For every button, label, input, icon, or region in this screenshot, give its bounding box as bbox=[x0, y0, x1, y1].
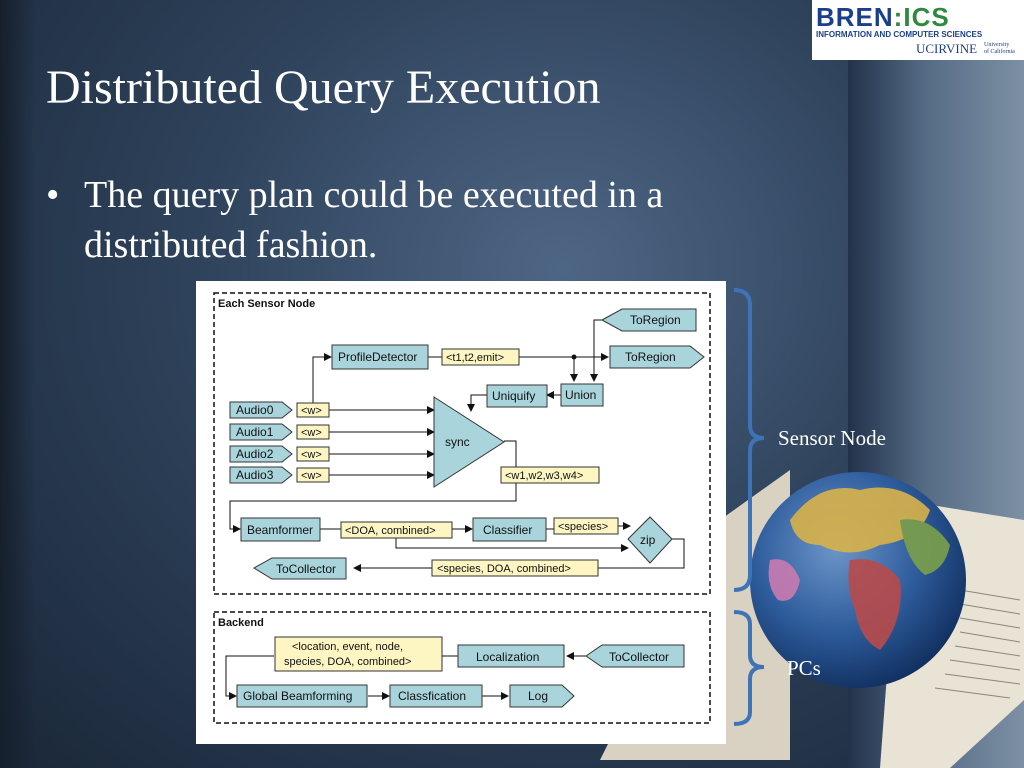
w0-label: <w> bbox=[301, 405, 322, 417]
audio2-shape bbox=[229, 445, 293, 463]
global-beamforming-label: Global Beamforming bbox=[243, 689, 352, 703]
sensor-node-label: Sensor Node bbox=[778, 426, 886, 450]
audio0-shape bbox=[229, 401, 293, 419]
query-plan-diagram: Each Sensor Node Backend bbox=[196, 281, 726, 744]
edge-doa-zip bbox=[395, 537, 629, 552]
w3-tag bbox=[296, 467, 330, 483]
edge-toregion-union bbox=[590, 319, 602, 382]
location-tag bbox=[274, 636, 443, 672]
log-label: Log bbox=[528, 689, 548, 703]
edge-uniquify-sync bbox=[467, 394, 487, 412]
w2-label: <w> bbox=[301, 449, 322, 461]
t1t2emit-tag bbox=[441, 348, 520, 366]
edge-sync-w1234 bbox=[504, 440, 517, 467]
edge-location-global bbox=[225, 655, 274, 700]
logo-brand-left: BREN bbox=[816, 2, 894, 32]
localization-label: Localization bbox=[476, 650, 539, 664]
sensor-group-label: Each Sensor Node bbox=[218, 298, 315, 310]
junction-dot bbox=[571, 354, 577, 360]
logo-brand: BREN:ICS bbox=[816, 2, 950, 33]
w1-tag bbox=[296, 424, 330, 440]
logo-brand-right: ICS bbox=[903, 2, 950, 32]
edge-w0-profile bbox=[312, 353, 332, 403]
audio0-label: Audio0 bbox=[236, 403, 274, 417]
profile-detector-box bbox=[331, 344, 429, 370]
tocollector-sensor-shape bbox=[253, 557, 347, 580]
log-shape bbox=[509, 684, 575, 708]
zip-label: zip bbox=[640, 533, 656, 547]
query-plan-svg: Each Sensor Node Backend bbox=[213, 292, 711, 724]
sync-label: sync bbox=[445, 435, 470, 449]
w1w2w3w4-label: <w1,w2,w3,w4> bbox=[505, 470, 583, 482]
location-label-line1: <location, event, node, bbox=[292, 641, 403, 653]
toregion-out-label: ToRegion bbox=[625, 350, 676, 364]
toregion-out-shape bbox=[609, 345, 705, 369]
tocollector-backend-label: ToCollector bbox=[609, 650, 669, 664]
bullet-marker: • bbox=[46, 174, 60, 216]
backend-group-label: Backend bbox=[218, 617, 264, 629]
w1w2w3w4-tag bbox=[500, 466, 600, 484]
sensor-node-frame bbox=[213, 292, 711, 595]
species-tag bbox=[553, 517, 619, 535]
audio3-label: Audio3 bbox=[236, 468, 274, 482]
species-label: <species> bbox=[558, 521, 608, 533]
location-label-line2: species, DOA, combined> bbox=[284, 656, 411, 668]
bren-ics-logo: BREN:ICS INFORMATION AND COMPUTER SCIENC… bbox=[812, 0, 1024, 60]
audio1-shape bbox=[229, 423, 293, 441]
classifier-label: Classifier bbox=[483, 523, 532, 537]
species-doa-combined-label: <species, DOA, combined> bbox=[437, 563, 571, 575]
logo-uci: UCIRVINE bbox=[916, 41, 978, 56]
doa-combined-tag bbox=[340, 521, 453, 539]
classfication-label: Classfication bbox=[398, 689, 466, 703]
logo-uc-small-1: University bbox=[984, 42, 1010, 48]
left-shade bbox=[0, 0, 36, 768]
logo-brand-sep: : bbox=[893, 2, 904, 32]
toregion-in-label: ToRegion bbox=[630, 313, 681, 327]
logo-subtitle: INFORMATION AND COMPUTER SCIENCES bbox=[816, 30, 983, 39]
toregion-in-shape bbox=[600, 308, 697, 332]
w0-tag bbox=[296, 402, 330, 418]
union-label: Union bbox=[565, 388, 596, 402]
book-text-lines bbox=[934, 589, 1021, 699]
connectors bbox=[225, 319, 685, 700]
slide-title: Distributed Query Execution bbox=[46, 61, 601, 114]
uniquify-box bbox=[486, 384, 548, 408]
classifier-box bbox=[472, 517, 547, 542]
edge-zip-species-doa bbox=[598, 538, 685, 569]
union-box bbox=[560, 383, 604, 407]
audio2-label: Audio2 bbox=[236, 447, 274, 461]
pcs-label: PCs bbox=[787, 656, 821, 680]
classfication-box bbox=[389, 684, 483, 708]
localization-box bbox=[457, 644, 565, 668]
edge-w1234-beamformer bbox=[229, 483, 517, 533]
beamformer-box bbox=[240, 517, 321, 542]
profile-detector-label: ProfileDetector bbox=[338, 350, 417, 364]
uniquify-label: Uniquify bbox=[492, 389, 535, 403]
species-doa-combined-tag bbox=[431, 559, 599, 577]
globe-continents bbox=[768, 487, 950, 650]
tocollector-sensor-label: ToCollector bbox=[276, 562, 336, 576]
bullet-text: The query plan could be executed in a di… bbox=[84, 174, 664, 266]
beamformer-label: Beamformer bbox=[247, 523, 313, 537]
zip-diamond bbox=[627, 516, 673, 564]
audio3-shape bbox=[229, 466, 293, 484]
backend-frame bbox=[213, 611, 711, 724]
sync-triangle bbox=[433, 396, 505, 488]
global-beamforming-box bbox=[236, 684, 368, 708]
doa-combined-label: <DOA, combined> bbox=[345, 525, 436, 537]
t1t2emit-label: <t1,t2,emit> bbox=[446, 352, 504, 364]
tocollector-backend-shape bbox=[585, 644, 685, 668]
w3-label: <w> bbox=[301, 470, 322, 482]
logo-uc-small-2: of California bbox=[984, 49, 1015, 55]
w1-label: <w> bbox=[301, 427, 322, 439]
audio1-label: Audio1 bbox=[236, 425, 274, 439]
w2-tag bbox=[296, 446, 330, 462]
